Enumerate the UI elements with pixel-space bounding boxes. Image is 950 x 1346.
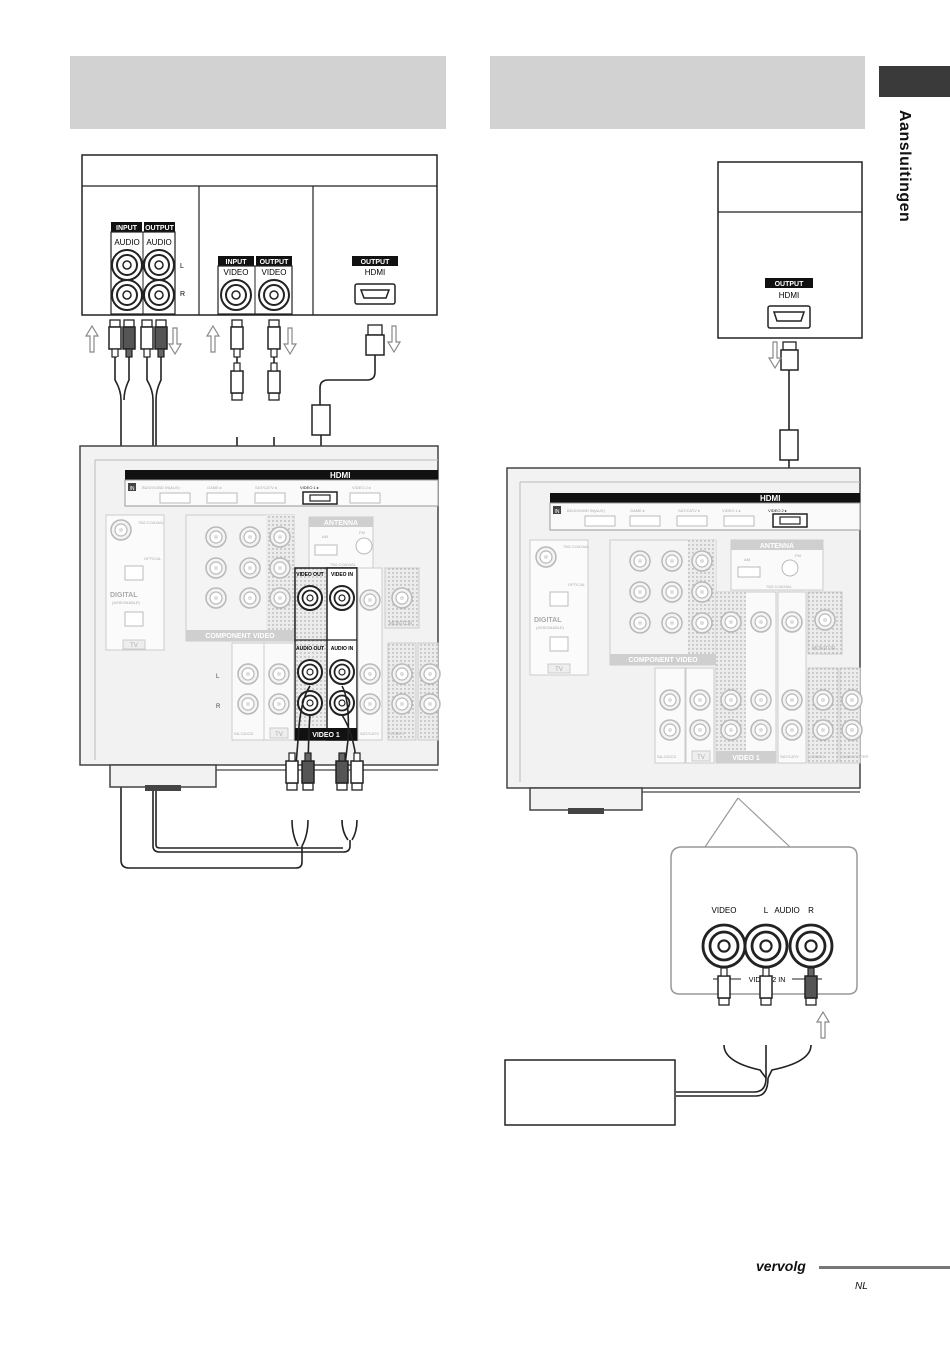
left-coaxial-label: 75Ω COAXIAL	[138, 520, 165, 525]
right-hdmi-port-label-1: BD/DVD/BD IN(AUX)	[567, 508, 605, 513]
left-audio-out-label: AUDIO OUT	[296, 646, 324, 652]
section-label-text: Aansluitingen	[896, 110, 913, 223]
left-sa-cd-label: SA-CD/CD	[234, 731, 253, 736]
left-audio-output-label: OUTPUT	[145, 225, 175, 232]
right-device-panel: OUTPUT HDMI	[717, 161, 863, 339]
right-assignable-label: (ASSIGNABLE)	[536, 625, 565, 630]
right-monitor-label: MONITOR	[812, 646, 836, 652]
left-component-video-label: COMPONENT VIDEO	[205, 633, 275, 640]
left-tv-label: TV	[130, 643, 138, 649]
left-receiver-l-label: L	[216, 674, 220, 680]
right-component-video-label: COMPONENT VIDEO	[628, 657, 698, 664]
left-video-out-jack	[258, 279, 290, 311]
right-hdmi-cable	[768, 341, 799, 510]
right-receiver-hdmi-title: HDMI	[760, 494, 780, 503]
left-audio-in-r-jack	[111, 279, 143, 311]
left-receiver: HDMI IN BD/DVD/BD IN(AUX) GAME ▸ SAT/CAT…	[79, 445, 441, 791]
right-hdmi-port-label-4: VIDEO 1 ▸	[722, 508, 741, 513]
left-fm-label: FM	[359, 530, 365, 535]
right-receiver-hdmi-in: IN	[555, 509, 560, 515]
left-hdmi-port-label-1: BD/DVD/BD IN(AUX)	[142, 485, 180, 490]
left-video1-label: VIDEO 1	[312, 732, 340, 739]
left-video-in-jack	[220, 279, 252, 311]
source-device-box	[504, 1059, 676, 1126]
left-monitor-label: MONITOR	[389, 621, 413, 627]
left-r-label: R	[180, 291, 185, 298]
left-video-out-text: VIDEO	[262, 268, 287, 277]
front-panel-cables	[676, 967, 830, 1097]
continued-bar	[819, 1266, 950, 1269]
section-tab	[879, 66, 950, 97]
right-sa-cd-label: SA-CD/CD	[657, 754, 676, 759]
front-panel-callout: VIDEO L AUDIO R VIDEO 2 IN	[670, 797, 858, 995]
right-hdmi-text: HDMI	[779, 291, 799, 300]
right-hdmi-port-label-3: SAT/CATV ▸	[678, 508, 700, 513]
continued-label: vervolg	[756, 1258, 806, 1274]
left-receiver-plugs	[285, 685, 364, 847]
left-optical-label: OPTICAL	[144, 556, 162, 561]
right-zone2-label: ZONE 2	[810, 754, 825, 759]
left-sat-catv-label: SAT/CATV	[360, 731, 379, 736]
left-receiver-hdmi-in: IN	[130, 486, 135, 492]
left-fm-coaxial-label: 75Ω COAXIAL	[330, 562, 357, 567]
right-coaxial-label: 75Ω COAXIAL	[563, 544, 590, 549]
left-video-output-label: OUTPUT	[260, 259, 290, 266]
right-fm-label: FM	[795, 553, 801, 558]
left-audio-out-r-jack	[143, 279, 175, 311]
front-r-label: R	[808, 906, 814, 915]
right-tv-label: TV	[555, 667, 563, 673]
left-am-label: AM	[322, 534, 328, 539]
left-tv-label-2: TV	[275, 732, 283, 738]
left-hdmi-port-label-2: GAME ▸	[207, 485, 222, 490]
left-video-in-label: VIDEO IN	[331, 572, 353, 578]
right-hdmi-output-label: OUTPUT	[775, 281, 805, 288]
right-am-label: AM	[744, 557, 750, 562]
left-audio-in-text: AUDIO	[114, 238, 139, 247]
right-optical-label: OPTICAL	[568, 582, 586, 587]
left-assignable-label: (ASSIGNABLE)	[112, 600, 141, 605]
left-video-out-label: VIDEO OUT	[296, 572, 324, 578]
front-l-label: L	[764, 906, 769, 915]
right-sat-catv-label: SAT/CATV	[780, 754, 799, 759]
left-receiver-hdmi-title: HDMI	[330, 471, 350, 480]
left-hdmi-output-label: OUTPUT	[361, 259, 391, 266]
left-antenna-label: ANTENNA	[324, 520, 358, 527]
left-audio-out-text: AUDIO	[146, 238, 171, 247]
left-video-in-text: VIDEO	[224, 268, 249, 277]
section-label: Aansluitingen	[885, 110, 915, 250]
left-hdmi-text: HDMI	[365, 268, 385, 277]
left-hdmi-port-label-4: VIDEO 1 ▸	[300, 485, 319, 490]
right-subwoofer-label: SUBWOOFER	[842, 754, 868, 759]
right-hdmi-port-label-5: VIDEO 2 ▸	[768, 508, 787, 513]
right-antenna-label: ANTENNA	[760, 543, 794, 550]
left-audio-out-l-jack	[143, 249, 175, 281]
left-receiver-r-label: R	[216, 704, 221, 710]
right-receiver: HDMI IN BD/DVD/BD IN(AUX) GAME ▸ SAT/CAT…	[506, 467, 868, 814]
left-audio-input-label: INPUT	[116, 225, 138, 232]
left-l-label: L	[180, 263, 184, 270]
left-hdmi-port-label-3: SAT/CATV ▸	[255, 485, 277, 490]
left-video-input-label: INPUT	[226, 259, 248, 266]
left-zone2-label: ZONE 2	[390, 731, 405, 736]
left-audio-in-label: AUDIO IN	[331, 646, 354, 652]
right-fm-coaxial-label: 75Ω COAXIAL	[766, 584, 793, 589]
right-digital-label: DIGITAL	[534, 617, 562, 624]
right-header-box	[490, 56, 865, 129]
left-header-box	[70, 56, 446, 129]
right-hdmi-port-label-2: GAME ▸	[630, 508, 645, 513]
language-code: NL	[855, 1281, 868, 1292]
front-video-label: VIDEO	[712, 906, 737, 915]
front-audio-label: AUDIO	[774, 906, 799, 915]
right-video1-label: VIDEO 1	[732, 755, 760, 762]
left-audio-in-l-jack	[111, 249, 143, 281]
left-hdmi-port-label-5: VIDEO 2 ▸	[352, 485, 371, 490]
left-device-panel: INPUT OUTPUT AUDIO AUDIO L R INPUT OUTPU…	[81, 154, 438, 316]
right-tv-label-2: TV	[697, 755, 705, 761]
left-digital-label: DIGITAL	[110, 592, 138, 599]
